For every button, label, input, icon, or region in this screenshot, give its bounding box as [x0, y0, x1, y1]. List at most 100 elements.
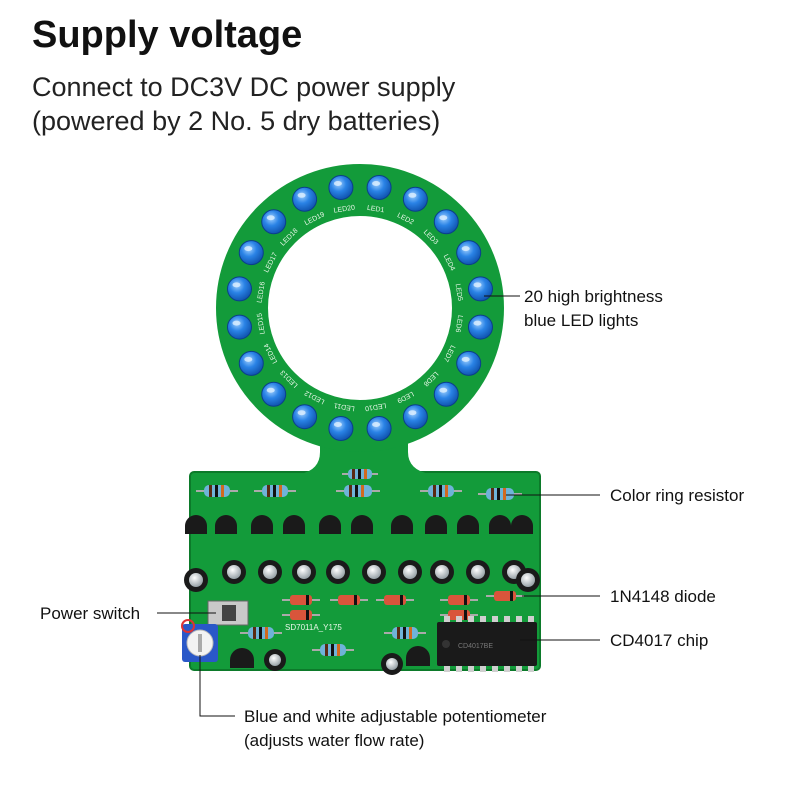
electrolytic-capacitor: [466, 560, 490, 584]
transistor: [425, 515, 447, 534]
resistor-row-top: [196, 469, 522, 500]
chip-pin: [456, 616, 462, 624]
transistor: [283, 515, 305, 534]
transistor: [391, 515, 413, 534]
blue-led: [467, 276, 493, 302]
transistor: [215, 515, 237, 534]
color-ring-resistor: [196, 485, 238, 497]
electrolytic-capacitor: [222, 560, 246, 584]
page-title: Supply voltage: [32, 14, 303, 56]
transistor: [230, 648, 254, 668]
transistor: [351, 515, 373, 534]
pot-callout-line-2: (adjusts water flow rate): [244, 731, 425, 750]
chip-pin: [528, 616, 534, 624]
electrolytic-capacitor: [264, 649, 286, 671]
transistor: [251, 515, 273, 534]
chip-pin: [492, 616, 498, 624]
chip-pin: [480, 664, 486, 672]
blue-led: [467, 314, 493, 340]
chip-pin: [480, 616, 486, 624]
color-ring-resistor: [240, 627, 282, 639]
blue-led: [328, 175, 354, 201]
pot-callout-line: [199, 655, 235, 717]
blue-led: [328, 415, 354, 441]
chip-pin: [516, 616, 522, 624]
pcb: [189, 164, 541, 671]
color-ring-resistor: [312, 644, 354, 656]
diode-callout-label: 1N4148 diode: [610, 587, 716, 606]
blue-led: [292, 186, 318, 212]
cd4017-chip: CD4017BE: [437, 616, 537, 672]
diode: [282, 610, 320, 620]
color-ring-resistor: [342, 469, 378, 479]
electrolytic-capacitor: [184, 568, 208, 592]
electrolytic-capacitor: [381, 653, 403, 675]
led-silkscreen-label: LED5: [454, 283, 464, 301]
blue-led: [366, 175, 392, 201]
chip-pin: [444, 616, 450, 624]
subtitle: Connect to DC3V DC power supply (powered…: [32, 70, 455, 138]
blue-led: [227, 276, 253, 302]
pot-callout-line-1: Blue and white adjustable potentiometer: [244, 707, 547, 726]
chip-pin: [492, 664, 498, 672]
color-ring-resistor: [336, 485, 380, 497]
led-silkscreen-label: LED11: [333, 401, 355, 411]
color-ring-resistor: [254, 485, 296, 497]
blue-led: [238, 240, 264, 266]
chip-pin: [504, 664, 510, 672]
color-ring-resistor: [478, 488, 522, 500]
electrolytic-capacitor: [362, 560, 386, 584]
electrolytic-capacitor: [398, 560, 422, 584]
chip-pin: [444, 664, 450, 672]
transistor-row: [185, 515, 533, 534]
led-silkscreen-label: LED16: [256, 281, 266, 303]
svg-text:CD4017BE: CD4017BE: [458, 643, 493, 650]
led-callout-line-1: 20 high brightness: [524, 287, 663, 306]
resistor-callout-label: Color ring resistor: [610, 486, 745, 505]
led-silkscreen-label: LED6: [454, 314, 464, 332]
board-silkscreen: SD7011A_Y175: [285, 623, 342, 632]
callout-lines: [157, 295, 600, 717]
chip-pin: [516, 664, 522, 672]
color-ring-resistor: [384, 627, 426, 639]
blue-led: [261, 381, 287, 407]
electrolytic-capacitor: [258, 560, 282, 584]
led-silkscreen-label: LED15: [256, 312, 266, 334]
blue-led: [292, 404, 318, 430]
led-silkscreen-label: LED10: [364, 401, 386, 411]
blue-led: [227, 314, 253, 340]
chip-pin: [468, 616, 474, 624]
chip-callout-label: CD4017 chip: [610, 631, 709, 650]
blue-led: [433, 381, 459, 407]
blue-led: [402, 186, 428, 212]
diode-row: [282, 591, 524, 620]
led-silkscreen-label: LED20: [333, 204, 355, 214]
transistor: [457, 515, 479, 534]
electrolytic-capacitor: [292, 560, 316, 584]
transistor: [185, 515, 207, 534]
electrolytic-capacitor: [430, 560, 454, 584]
switch-callout-label: Power switch: [40, 604, 141, 623]
transistor: [406, 646, 430, 666]
diode: [440, 595, 478, 605]
transistor: [319, 515, 341, 534]
blue-led: [366, 415, 392, 441]
chip-pin: [528, 664, 534, 672]
diode: [376, 595, 414, 605]
diode: [486, 591, 524, 601]
capacitor-row: [184, 560, 540, 592]
diode: [440, 610, 478, 620]
subtitle-line-2: (powered by 2 No. 5 dry batteries): [32, 106, 441, 136]
chip-pin: [504, 616, 510, 624]
electrolytic-capacitor: [516, 568, 540, 592]
subtitle-line-1: Connect to DC3V DC power supply: [32, 72, 456, 102]
led-callout-line-2: blue LED lights: [524, 311, 639, 330]
chip-pin: [468, 664, 474, 672]
blue-led: [456, 350, 482, 376]
chip-pin: [456, 664, 462, 672]
diode: [330, 595, 368, 605]
pot-callout-label: Blue and white adjustable potentiometer …: [244, 705, 546, 753]
transistor: [489, 515, 511, 534]
blue-led: [456, 240, 482, 266]
